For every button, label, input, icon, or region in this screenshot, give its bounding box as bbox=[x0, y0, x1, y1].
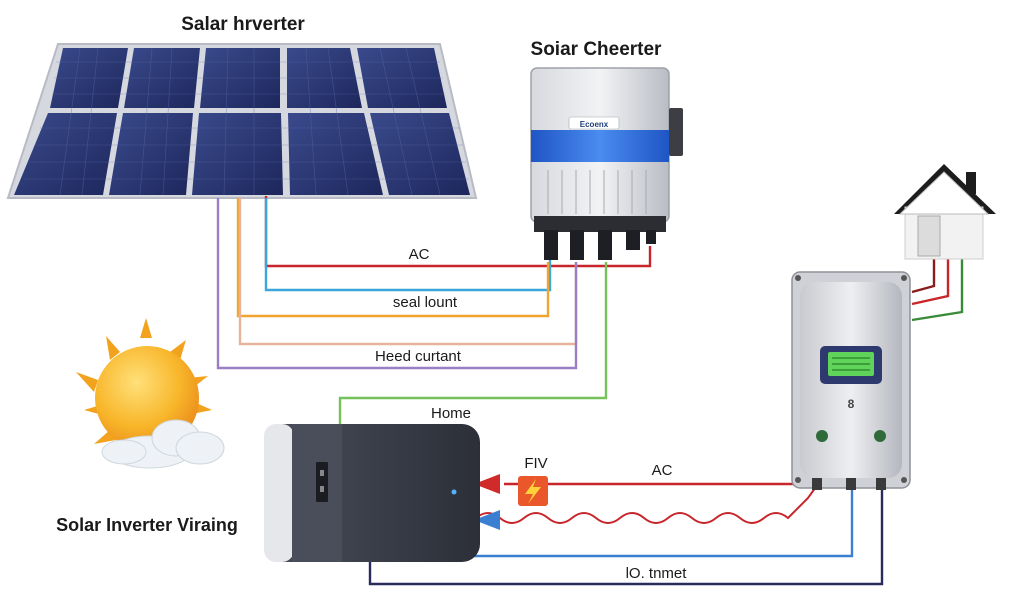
solar-panel bbox=[6, 43, 478, 199]
home-battery bbox=[264, 424, 480, 562]
wire-green bbox=[338, 262, 608, 428]
label-fv: FIV bbox=[524, 455, 547, 472]
charge-controller: 8 bbox=[791, 271, 911, 490]
wire-purple bbox=[216, 198, 578, 370]
label-ac-bottom: AC bbox=[652, 462, 673, 479]
lightning-icon bbox=[518, 476, 548, 506]
wire-house-green bbox=[911, 258, 964, 322]
diagram-title: Solar Inverter Viraing bbox=[56, 515, 238, 535]
arrow-ac-left bbox=[474, 474, 500, 494]
wire-peach bbox=[238, 198, 578, 346]
panel-title: Salar hrverter bbox=[181, 14, 305, 35]
wire-wavy bbox=[475, 483, 819, 524]
label-head-current: Heed curtant bbox=[375, 348, 462, 365]
wire-house-darkred bbox=[911, 258, 936, 294]
inverter-badge: Ecoenx bbox=[580, 120, 609, 129]
cloud-icon bbox=[101, 419, 225, 469]
label-home: Home bbox=[431, 405, 471, 422]
wire-navy bbox=[368, 488, 884, 586]
label-dc-bottom: lO. tnmet bbox=[626, 565, 688, 582]
house-icon bbox=[894, 164, 996, 260]
inverter-title: Soiar Cheerter bbox=[531, 39, 663, 60]
wire-house-red bbox=[911, 258, 950, 306]
label-ac-top: AC bbox=[409, 246, 430, 263]
wire-orange bbox=[236, 198, 550, 318]
label-seal-lount: seal lount bbox=[393, 294, 458, 311]
arrow-dc-left bbox=[474, 510, 500, 530]
wires bbox=[216, 196, 964, 586]
wire-blue bbox=[264, 198, 552, 292]
solar-inverter: Ecoenx bbox=[530, 67, 683, 260]
controller-digit: 8 bbox=[848, 397, 855, 411]
wire-dc-blue bbox=[470, 488, 854, 558]
